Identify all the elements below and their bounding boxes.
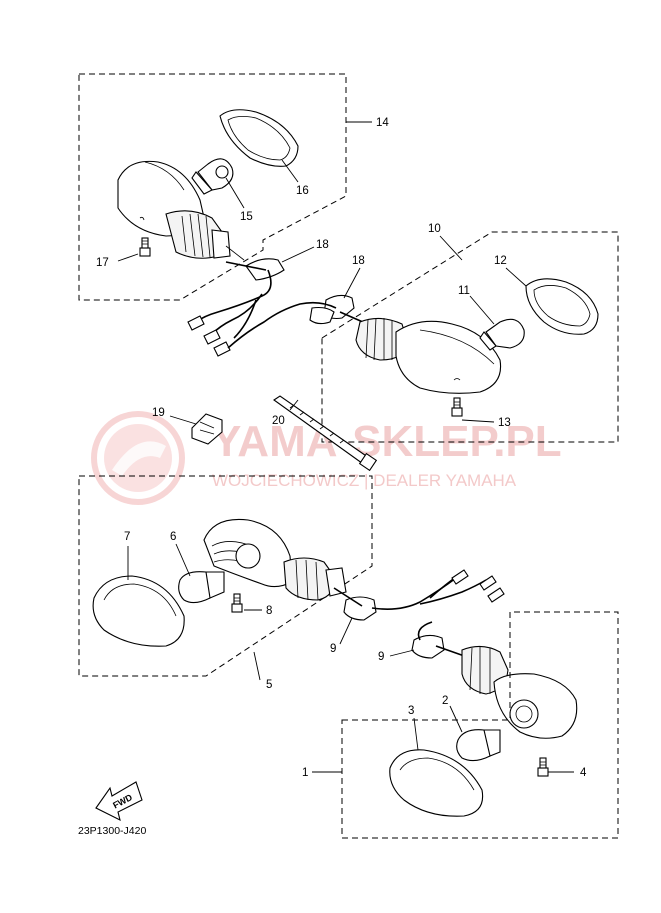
callout-20: 20 [272, 415, 285, 427]
watermark-logo [91, 411, 185, 505]
callout-14: 14 [376, 117, 389, 129]
callout-17: 17 [96, 257, 109, 269]
callout-10: 10 [428, 223, 441, 235]
part-3-lens [389, 749, 484, 817]
part-4-screw [537, 757, 549, 777]
callout-4: 4 [580, 767, 587, 779]
group-1-outline [341, 611, 619, 839]
callout-18-left: 18 [316, 239, 329, 251]
callout-1: 1 [302, 767, 308, 779]
callout-9-right: 9 [378, 651, 384, 663]
part-16-lens [219, 109, 299, 167]
part-13-screw [451, 397, 463, 417]
part-14-housing [117, 160, 245, 261]
callout-11: 11 [458, 285, 470, 297]
callout-3: 3 [408, 705, 414, 717]
callout-6: 6 [170, 531, 176, 543]
callout-15: 15 [240, 211, 253, 223]
part-9-grommet-right [411, 621, 471, 659]
part-18-grommet-left [187, 258, 285, 357]
callout-7: 7 [124, 531, 130, 543]
group-14-outline [78, 73, 347, 301]
callout-8: 8 [266, 605, 272, 617]
part-2-bulb [456, 729, 501, 762]
part-5-housing [203, 518, 347, 601]
watermark: YAMA-SKLEP.PL WOJCIECHOWICZ | DEALER YAM… [91, 411, 562, 505]
callout-16: 16 [296, 185, 309, 197]
part-6-bulb [178, 571, 225, 604]
callout-5: 5 [266, 679, 272, 691]
group-5-outline [78, 475, 373, 677]
leader-lines [117, 121, 574, 773]
callout-18-right: 18 [352, 255, 365, 267]
fwd-arrow-icon: FWD [95, 781, 143, 822]
part-7-lens [92, 575, 185, 647]
part-8-screw [231, 593, 243, 613]
group-10-outline [321, 231, 619, 443]
callout-12: 12 [494, 255, 507, 267]
callout-2: 2 [442, 695, 448, 707]
part-1-housing [461, 645, 578, 739]
diagram-code: 23P1300-J420 [78, 825, 146, 837]
part-17-screw [139, 237, 151, 257]
part-9-grommet-left [333, 569, 505, 621]
part-15-bulb [191, 158, 234, 195]
watermark-subtitle: WOJCIECHOWICZ | DEALER YAMAHA [212, 471, 517, 490]
part-12-lens [525, 278, 599, 335]
part-10-housing [355, 317, 502, 394]
part-18-grommet-right [227, 294, 373, 349]
part-11-bulb [479, 318, 525, 351]
part-20-cable-tie [273, 395, 378, 472]
callout-9-left: 9 [330, 643, 336, 655]
callout-13: 13 [498, 417, 511, 429]
callouts: 14 15 16 17 18 18 10 12 11 13 19 20 7 6 … [96, 117, 587, 779]
callout-19: 19 [152, 407, 165, 419]
part-19-clamp [191, 413, 223, 445]
